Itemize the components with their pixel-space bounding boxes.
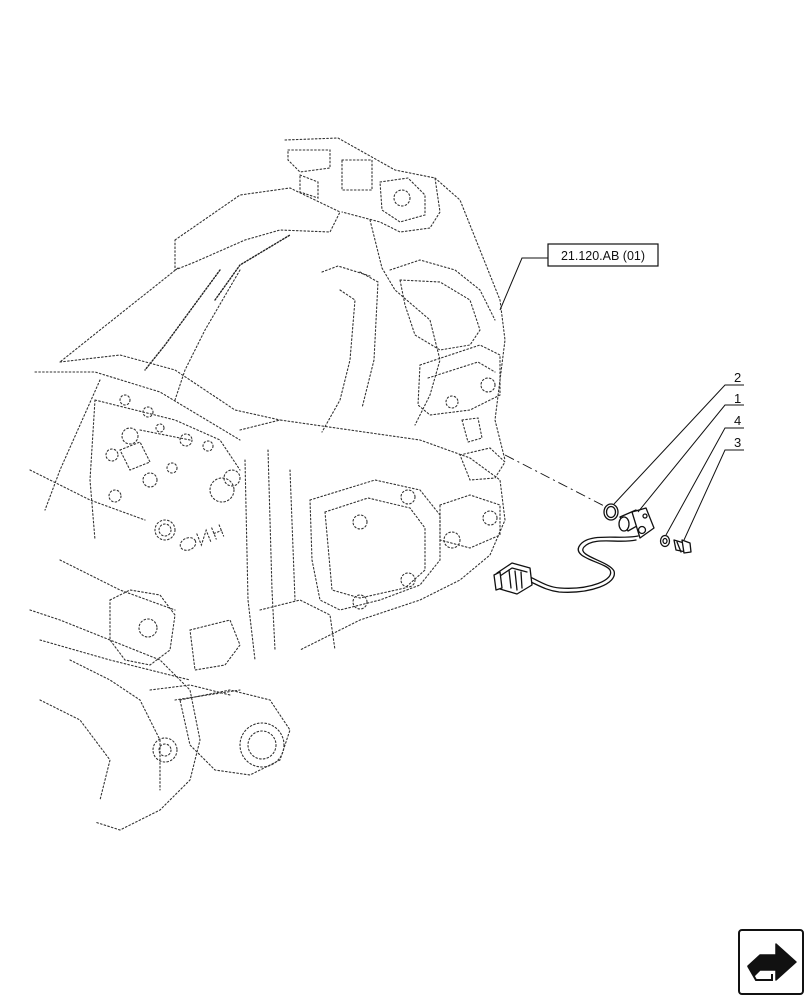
- callout-4[interactable]: 4: [734, 413, 741, 428]
- o-ring-part: [603, 503, 619, 521]
- callout-1[interactable]: 1: [734, 391, 741, 406]
- bolt-part: [673, 539, 692, 554]
- washer-part: [659, 534, 671, 548]
- reference-label: 21.120.AB (01): [561, 249, 645, 263]
- assembly-axis-line: [504, 454, 613, 511]
- reference-link-box[interactable]: 21.120.AB (01): [547, 243, 659, 267]
- sensor-harness-cable: [522, 535, 639, 593]
- callout-2[interactable]: 2: [734, 370, 741, 385]
- speed-sensor-part: [618, 507, 655, 539]
- callout-3[interactable]: 3: [734, 435, 741, 450]
- callout-leaders: [499, 257, 744, 541]
- sensor-connector: [493, 562, 533, 595]
- transmission-housing: [29, 137, 506, 831]
- cnh-logo: [179, 524, 225, 551]
- next-page-arrow-icon[interactable]: [738, 929, 804, 995]
